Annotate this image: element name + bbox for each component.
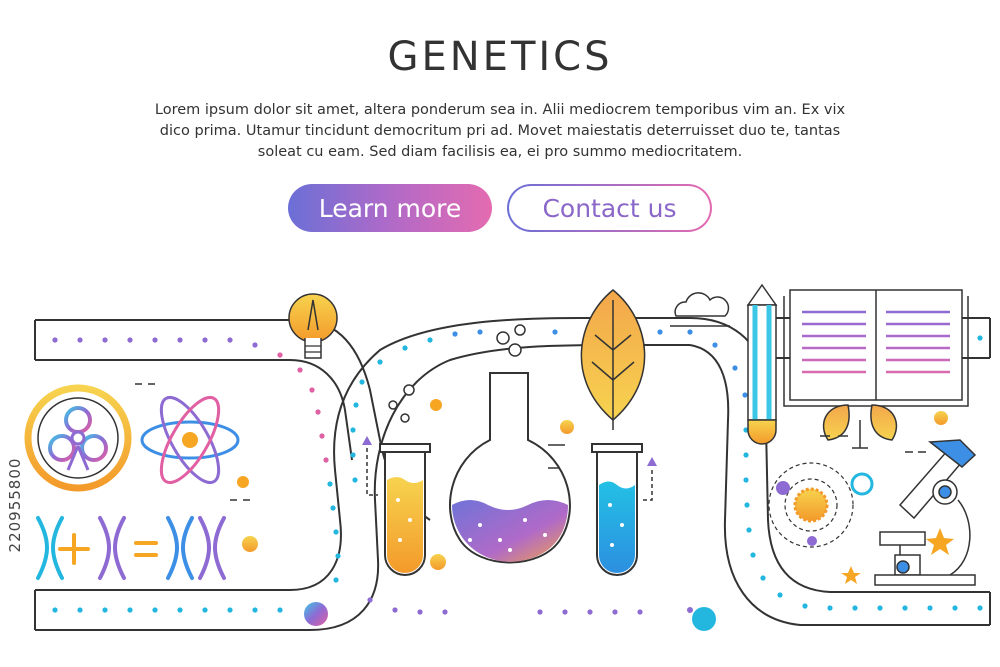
page-title: GENETICS: [387, 34, 613, 80]
biohazard-icon: [24, 384, 132, 492]
road-path: [34, 317, 991, 631]
stock-watermark: 220955800: [6, 457, 24, 553]
test-tube-icon: [379, 443, 431, 576]
plant-icon: [822, 404, 898, 449]
lane-dots: [52, 329, 983, 615]
arrow-marker: [647, 457, 657, 466]
cloud-icon: [670, 292, 730, 327]
chromosome-icon: [36, 516, 226, 580]
light-bulb-icon: [288, 293, 338, 359]
accent-circle: [692, 607, 716, 631]
dash-marks: [135, 383, 250, 501]
open-book-icon: [783, 289, 969, 407]
hero-description: Lorem ipsum dolor sit amet, altera ponde…: [154, 102, 846, 160]
star-icon: [926, 528, 954, 555]
pencil-icon: [746, 283, 778, 445]
arrow-marker: [362, 436, 372, 445]
dot-orange: [237, 476, 249, 488]
dot-orange: [242, 536, 258, 552]
learn-more-button[interactable]: Learn more: [288, 184, 492, 232]
leaf-icon: [580, 289, 646, 430]
solar-system-icon: [768, 462, 874, 548]
genetics-illustration: [24, 283, 991, 631]
contact-us-button[interactable]: Contact us: [507, 184, 712, 232]
flask-icon: [449, 372, 571, 564]
star-icon: [841, 566, 861, 584]
accent-circle: [304, 602, 328, 626]
atom-icon: [140, 395, 240, 485]
bubbles: [388, 324, 526, 423]
test-tube-icon: [591, 443, 643, 576]
microscope-icon: [874, 439, 977, 586]
